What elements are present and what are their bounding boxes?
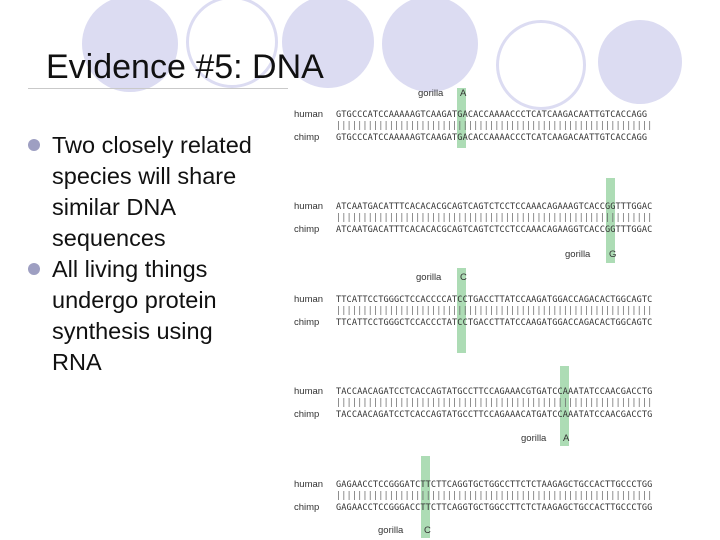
gorilla-base: A [460,88,467,99]
decor-circle-3 [282,0,374,88]
bullet-item: All living things undergo protein synthe… [28,254,264,378]
human-label: human [294,109,324,120]
slide-title: Evidence #5: DNA [46,48,324,86]
chimp-sequence: GTGCCCATCCAAAAAGTCAAGATGACACCAAAACCCTCAT… [336,133,648,143]
human-sequence: TTCATTCCTGGGCTCCACCCCATCCTGACCTTATCCAAGA… [336,295,653,305]
gorilla-base: G [609,249,617,260]
bullet-text: Two closely related species will share s… [52,132,252,251]
bullet-text: All living things undergo protein synthe… [52,256,217,375]
difference-highlight [457,268,466,353]
gorilla-label: gorilla [565,249,591,260]
decor-circle-1 [82,0,178,92]
gorilla-base: A [563,433,570,444]
gorilla-base: C [424,525,431,536]
difference-highlight [560,366,569,446]
human-sequence: GTGCCCATCCAAAAAGTCAAGATGACACCAAAACCCTCAT… [336,110,648,120]
match-bars: ||||||||||||||||||||||||||||||||||||||||… [336,213,653,223]
gorilla-label: gorilla [416,272,442,283]
match-bars: ||||||||||||||||||||||||||||||||||||||||… [336,491,653,501]
difference-highlight [421,456,430,538]
bullet-list: Two closely related species will share s… [28,130,264,378]
match-bars: ||||||||||||||||||||||||||||||||||||||||… [336,306,653,316]
chimp-label: chimp [294,224,320,235]
decor-circle-6 [598,20,682,104]
chimp-sequence: TACCAACAGATCCTCACCAGTATGCCTTCCAGAAACATGA… [336,410,653,420]
chimp-label: chimp [294,317,320,328]
decor-circle-4 [382,0,478,92]
difference-highlight [457,88,466,148]
human-label: human [294,479,324,490]
human-sequence: GAGAACCTCCGGGATCTTCTTCAGGTGCTGGCCTTCTCTA… [336,480,653,490]
chimp-sequence: TTCATTCCTGGGCTCCACCCTATCCTGACCTTATCCAAGA… [336,318,653,328]
gorilla-base: C [460,272,467,283]
chimp-label: chimp [294,132,320,143]
chimp-label: chimp [294,409,320,420]
gorilla-label: gorilla [418,88,444,99]
match-bars: ||||||||||||||||||||||||||||||||||||||||… [336,398,653,408]
gorilla-label: gorilla [378,525,404,536]
human-label: human [294,201,324,212]
difference-highlight [606,178,615,263]
decor-circle-5 [496,20,586,110]
gorilla-label: gorilla [521,433,547,444]
bullet-item: Two closely related species will share s… [28,130,264,254]
human-sequence: TACCAACAGATCCTCACCAGTATGCCTTCCAGAAACGTGA… [336,387,653,397]
dna-alignment-figure: gorilla A gorilla G gorilla C gorilla A … [286,88,716,538]
human-label: human [294,294,324,305]
bullet-icon [28,139,40,151]
bullet-icon [28,263,40,275]
title-divider [28,88,288,89]
human-sequence: ATCAATGACATTTCACACACGCAGTCAGTCTCCTCCAAAC… [336,202,653,212]
chimp-sequence: ATCAATGACATTTCACACACGCAGTCAGTCTCCTCCAAAC… [336,225,653,235]
match-bars: ||||||||||||||||||||||||||||||||||||||||… [336,121,653,131]
human-label: human [294,386,324,397]
chimp-sequence: GAGAACCTCCGGGACCTTCTTCAGGTGCTGGCCTTCTCTA… [336,503,653,513]
decor-circle-2 [186,0,278,88]
chimp-label: chimp [294,502,320,513]
